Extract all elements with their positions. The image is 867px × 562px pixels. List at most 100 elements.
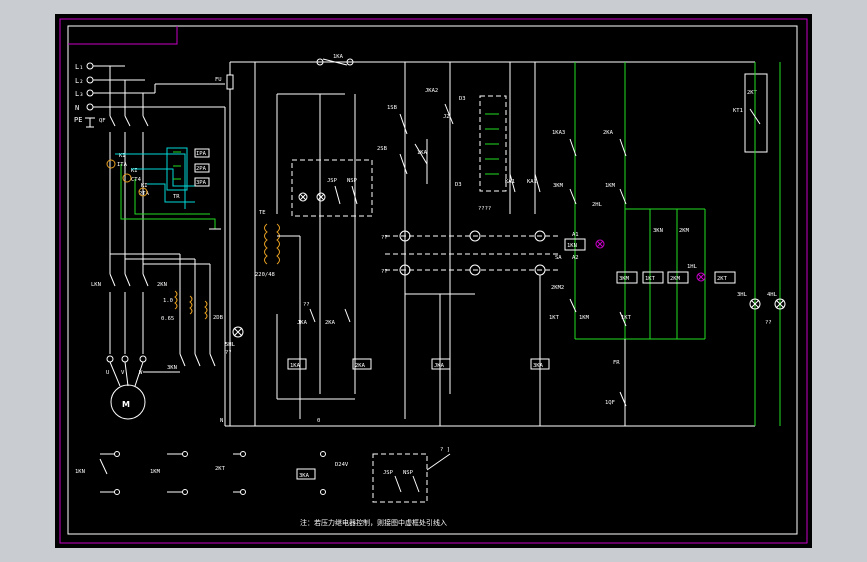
- svg-text:2DB: 2DB: [213, 315, 224, 321]
- svg-text:1KM: 1KM: [579, 315, 590, 321]
- label-PE: PE: [74, 116, 82, 124]
- svg-text:2KN: 2KN: [157, 282, 167, 288]
- svg-text:0.65: 0.65: [161, 316, 174, 322]
- svg-text:??: ??: [303, 302, 310, 308]
- svg-text:3KN: 3KN: [653, 228, 663, 234]
- svg-text:1KT: 1KT: [549, 315, 560, 321]
- svg-text:2KT: 2KT: [717, 276, 728, 282]
- svg-text:1.0: 1.0: [163, 298, 173, 304]
- svg-text:3PA: 3PA: [196, 180, 207, 186]
- svg-text:LKN: LKN: [91, 282, 101, 288]
- svg-text:220/48: 220/48: [255, 272, 275, 278]
- svg-text:D24V: D24V: [335, 462, 349, 468]
- svg-text:2PA: 2PA: [196, 166, 207, 172]
- svg-text:1KT: 1KT: [621, 315, 632, 321]
- svg-text:D3: D3: [455, 182, 462, 188]
- title-tab: [68, 26, 178, 45]
- svg-text:3KM: 3KM: [619, 276, 630, 282]
- label-N: N: [75, 104, 79, 112]
- svg-text:4HL: 4HL: [767, 292, 778, 298]
- svg-text:A1: A1: [572, 232, 579, 238]
- svg-text:V: V: [121, 370, 125, 376]
- bottom-aux-contacts: 1KN 1KM 2KT 3KA D24V JSP NSP ? ]: [75, 447, 451, 503]
- svg-text:SA: SA: [555, 255, 562, 261]
- svg-text:??: ??: [381, 269, 388, 275]
- svg-text:A2: A2: [572, 255, 579, 261]
- svg-text:W: W: [139, 370, 143, 376]
- svg-text:D3: D3: [459, 96, 466, 102]
- svg-text:1HL: 1HL: [687, 264, 698, 270]
- svg-text:3KN: 3KN: [167, 365, 177, 371]
- svg-text:? ]: ? ]: [440, 447, 450, 453]
- svg-text:TR: TR: [173, 194, 180, 200]
- lamp-5HL: 5HL ??: [225, 326, 244, 356]
- green-ladder: 1KA3 2KA 3KM 1KM 2HL 1KN 3KM 1KT 2KM 2KT…: [549, 62, 736, 426]
- svg-text:KI: KI: [141, 183, 148, 189]
- svg-text:1QF: 1QF: [605, 400, 615, 406]
- svg-text:1KA3: 1KA3: [552, 130, 565, 136]
- svg-text:1KN: 1KN: [567, 243, 577, 249]
- schematic-drawing: L₁ L₂ L₃ N PE QF FU: [59, 18, 808, 544]
- svg-text:1KT: 1KT: [645, 276, 656, 282]
- svg-text:TE: TE: [259, 210, 266, 216]
- svg-text:N: N: [220, 418, 223, 424]
- middle-relay-section: JSP NSP 1KA 2KA JKA 2KA ??: [276, 93, 373, 400]
- transformer-TE: TE 220/48: [255, 210, 301, 419]
- svg-text:J2: J2: [443, 114, 450, 120]
- svg-text:CT4: CT4: [131, 177, 142, 183]
- svg-text:1KN: 1KN: [75, 469, 85, 475]
- svg-text:FR: FR: [613, 360, 620, 366]
- outer-frame-magenta: [59, 18, 808, 544]
- control-supply: FU N 0 1KA: [154, 54, 755, 427]
- svg-text:3HL: 3HL: [737, 292, 748, 298]
- breaker-QF: [109, 66, 149, 274]
- footnote: 注：若压力继电器控制，则接图中虚框处引线入: [300, 518, 447, 527]
- svg-text:2KM: 2KM: [670, 276, 681, 282]
- power-inputs: L₁ L₂ L₃ N PE QF: [74, 62, 225, 128]
- selector-SA: SA ?? ?? JKA 3KA: [381, 230, 562, 426]
- svg-text:U: U: [106, 370, 109, 376]
- label-QF: QF: [99, 118, 106, 124]
- label-FU: FU: [215, 77, 222, 83]
- svg-text:KI: KI: [119, 153, 126, 159]
- right-indicators: 2KT KT1 3HL 4HL ??: [733, 62, 786, 426]
- svg-text:3KA: 3KA: [299, 473, 310, 479]
- svg-text:1SB: 1SB: [387, 105, 398, 111]
- label-top-1KA: 1KA: [333, 54, 344, 60]
- label-L3: L₃: [75, 90, 83, 98]
- svg-text:2SB: 2SB: [377, 146, 388, 152]
- pressure-relay-box: [291, 159, 373, 217]
- contacts-KA1: KA1 KA1: [505, 62, 541, 214]
- label-L1: L₁: [75, 63, 83, 71]
- label-L2: L₂: [75, 77, 83, 85]
- svg-text:ITA: ITA: [117, 162, 128, 168]
- current-transformers: KI ITA KI CT4 KI 2TA TR IPA 2PA 3PA: [106, 147, 221, 230]
- svg-text:KA1: KA1: [527, 179, 537, 185]
- svg-text:KT1: KT1: [733, 108, 743, 114]
- svg-text:????: ????: [478, 206, 491, 212]
- svg-text:1KM: 1KM: [150, 469, 161, 475]
- cad-viewport[interactable]: L₁ L₂ L₃ N PE QF FU: [55, 14, 812, 548]
- svg-text:??: ??: [225, 350, 232, 356]
- svg-text:2KT: 2KT: [215, 466, 226, 472]
- svg-text:1KA: 1KA: [290, 363, 301, 369]
- motor: U V W M: [106, 355, 147, 420]
- svg-text:3KM: 3KM: [553, 183, 564, 189]
- svg-text:2KM2: 2KM2: [551, 285, 564, 291]
- svg-text:JSP: JSP: [327, 178, 338, 184]
- svg-text:JSP: JSP: [383, 470, 394, 476]
- svg-text:JKA2: JKA2: [425, 88, 438, 94]
- svg-text:2KT: 2KT: [747, 90, 758, 96]
- svg-text:3KA: 3KA: [533, 363, 544, 369]
- svg-text:KI: KI: [131, 168, 138, 174]
- svg-text:KA1: KA1: [505, 179, 515, 185]
- svg-text:5HL: 5HL: [225, 342, 236, 348]
- svg-text:JKA: JKA: [434, 363, 445, 369]
- svg-text:2KA: 2KA: [355, 363, 366, 369]
- svg-text:1KA: 1KA: [417, 150, 428, 156]
- svg-text:2TA: 2TA: [139, 191, 150, 197]
- svg-text:??: ??: [381, 235, 388, 241]
- svg-text:IPA: IPA: [196, 151, 207, 157]
- drawing-border: [67, 25, 798, 535]
- svg-text:2HL: 2HL: [592, 202, 603, 208]
